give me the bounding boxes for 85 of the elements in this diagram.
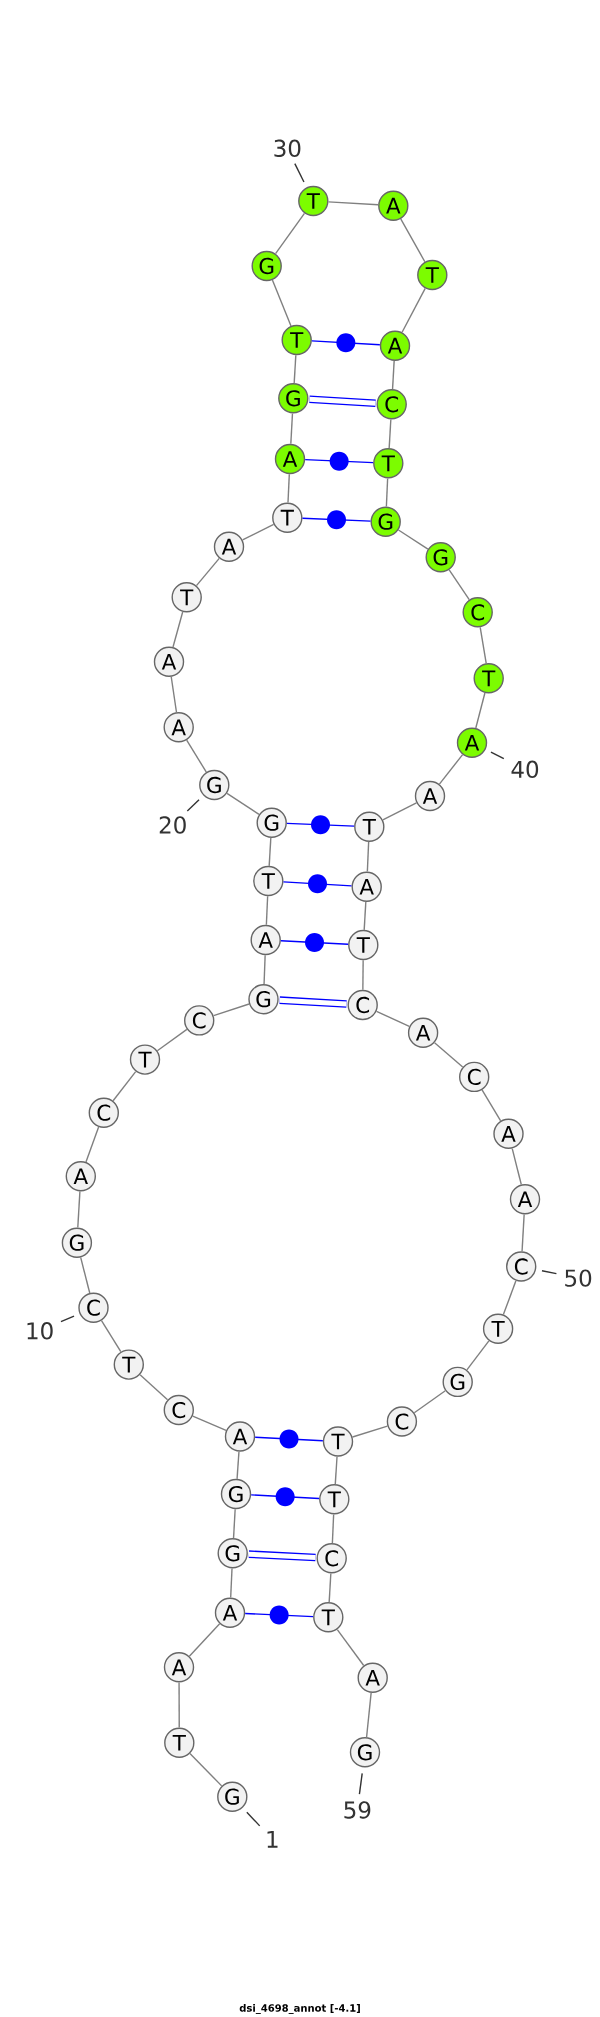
caption: dsi_4698_annot [-4.1] — [239, 2004, 360, 2014]
backbone-line — [232, 1508, 236, 1539]
backbone-line — [511, 1147, 522, 1186]
backbone-line — [170, 676, 178, 713]
backbone-line — [230, 1567, 233, 1599]
backbone-line — [363, 901, 367, 931]
position-number: 30 — [274, 139, 301, 157]
backbone-line — [156, 1028, 188, 1052]
backbone-line — [433, 1041, 464, 1068]
backbone-line — [328, 1572, 332, 1603]
backbone-line — [265, 895, 269, 926]
leader-line — [358, 1772, 363, 1795]
backbone-line — [466, 1340, 490, 1371]
backbone-line — [502, 1280, 517, 1316]
base-pair-line — [248, 1550, 316, 1562]
backbone-line — [391, 360, 395, 390]
base-pair-line — [309, 395, 376, 408]
backbone-line — [189, 1752, 223, 1787]
position-number: 10 — [27, 1322, 53, 1340]
backbone-line — [112, 1070, 137, 1102]
backbone-line — [362, 959, 364, 991]
backbone-line — [271, 279, 292, 327]
leader-line — [294, 162, 305, 183]
base-pair-line — [279, 996, 347, 1008]
backbone-line — [351, 1425, 389, 1438]
backbone-line — [401, 287, 426, 333]
backbone-line — [397, 529, 429, 550]
base-pair-line — [301, 510, 372, 530]
position-number: 20 — [159, 816, 186, 834]
base-pair-line — [254, 1429, 324, 1449]
base-pair-line — [304, 451, 374, 471]
backbone-line — [77, 1190, 81, 1229]
backbone-line — [195, 557, 220, 587]
backbone-line — [521, 1213, 525, 1253]
backbone-line — [385, 477, 389, 508]
backbone-line — [400, 218, 426, 263]
backbone-line — [375, 1010, 410, 1028]
backbone-line — [79, 1256, 91, 1294]
backbone-line — [336, 1628, 365, 1667]
leader-line — [490, 751, 505, 760]
backbone-line — [382, 802, 418, 821]
backbone-line — [236, 1451, 240, 1480]
backbone-line — [241, 523, 275, 541]
backbone-line — [274, 212, 306, 255]
backbone-line — [226, 792, 260, 816]
base-pair-line — [311, 333, 381, 353]
leader-line — [541, 1270, 558, 1275]
base-pair-line — [250, 1487, 320, 1507]
position-number: 40 — [511, 760, 539, 778]
leader-line — [60, 1315, 75, 1323]
backbone-line — [366, 841, 370, 873]
backbone-line — [331, 1513, 335, 1544]
leader-line — [246, 1811, 261, 1827]
backbone-line — [192, 1415, 227, 1432]
backbone-line — [290, 412, 294, 445]
backbone-line — [448, 569, 470, 601]
leader-line — [186, 799, 200, 812]
backbone-line — [287, 473, 290, 504]
backbone-line — [388, 418, 392, 449]
backbone-line — [479, 626, 487, 664]
backbone-line — [475, 692, 486, 729]
base-pair-line — [286, 815, 355, 835]
base-pair-line — [282, 874, 353, 894]
backbone-line — [139, 1374, 169, 1401]
position-number: 59 — [344, 1801, 371, 1819]
backbone-line — [100, 1319, 122, 1353]
backbone-line — [85, 1126, 100, 1163]
backbone-line — [186, 739, 207, 773]
position-number: 50 — [565, 1269, 592, 1287]
backbone-line — [481, 1089, 502, 1122]
backbone-line — [327, 201, 379, 206]
backbone-line — [438, 753, 464, 785]
backbone-line — [334, 1456, 338, 1485]
backbone-line — [365, 1692, 372, 1738]
backbone-line — [293, 354, 297, 384]
backbone-line — [178, 1681, 180, 1729]
backbone-line — [188, 1623, 221, 1657]
base-pair-line — [244, 1605, 314, 1625]
backbone-line — [268, 837, 272, 867]
backbone-line — [263, 954, 266, 985]
backbone-line — [212, 1003, 250, 1017]
backbone-line — [172, 611, 184, 648]
backbone-line — [413, 1390, 446, 1414]
position-number: 1 — [267, 1830, 278, 1848]
base-pair-line — [280, 933, 349, 952]
